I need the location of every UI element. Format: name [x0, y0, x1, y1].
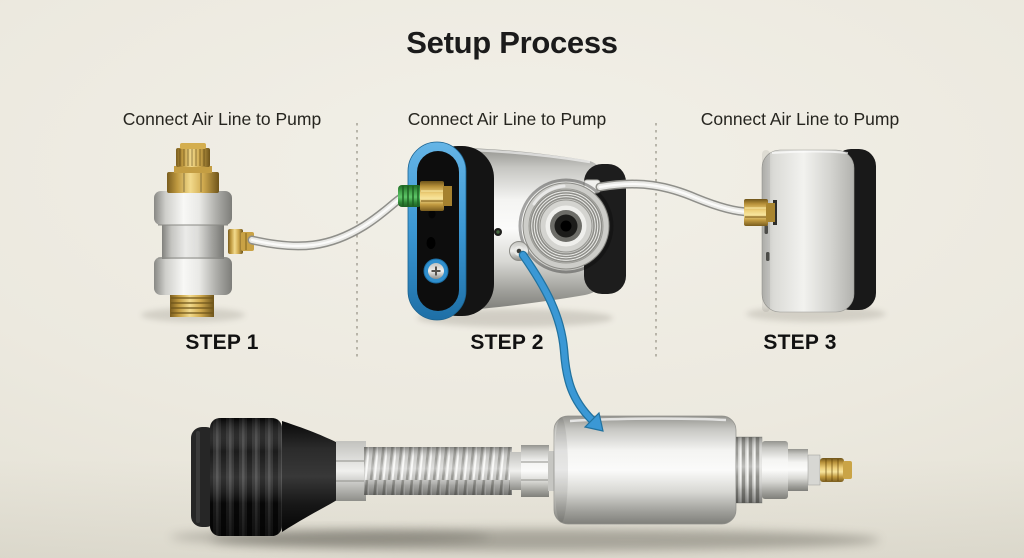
step2-pump-illustration	[398, 141, 755, 321]
step-2-caption: Connect Air Line to Pump	[407, 109, 607, 129]
step-1-caption: Connect Air Line to Pump	[122, 109, 322, 129]
air-line-1	[247, 191, 409, 251]
step-3-label: STEP 3	[763, 331, 837, 354]
hand-pump-illustration	[191, 415, 852, 536]
step3-box-illustration	[744, 149, 876, 313]
diagram-title: Setup Process	[406, 25, 618, 60]
step-3-caption: Connect Air Line to Pump	[700, 109, 900, 129]
air-line-2	[595, 179, 755, 217]
face-screw	[423, 258, 449, 284]
green-fitting	[398, 181, 452, 211]
brass-tip	[820, 458, 852, 482]
step-1-label: STEP 1	[185, 331, 259, 354]
step1-valve-illustration	[154, 143, 254, 317]
flow-arrow-icon	[518, 250, 604, 432]
threaded-port	[518, 178, 614, 274]
brass-inlet-fitting	[744, 199, 777, 226]
step-2-label: STEP 2	[470, 331, 544, 354]
